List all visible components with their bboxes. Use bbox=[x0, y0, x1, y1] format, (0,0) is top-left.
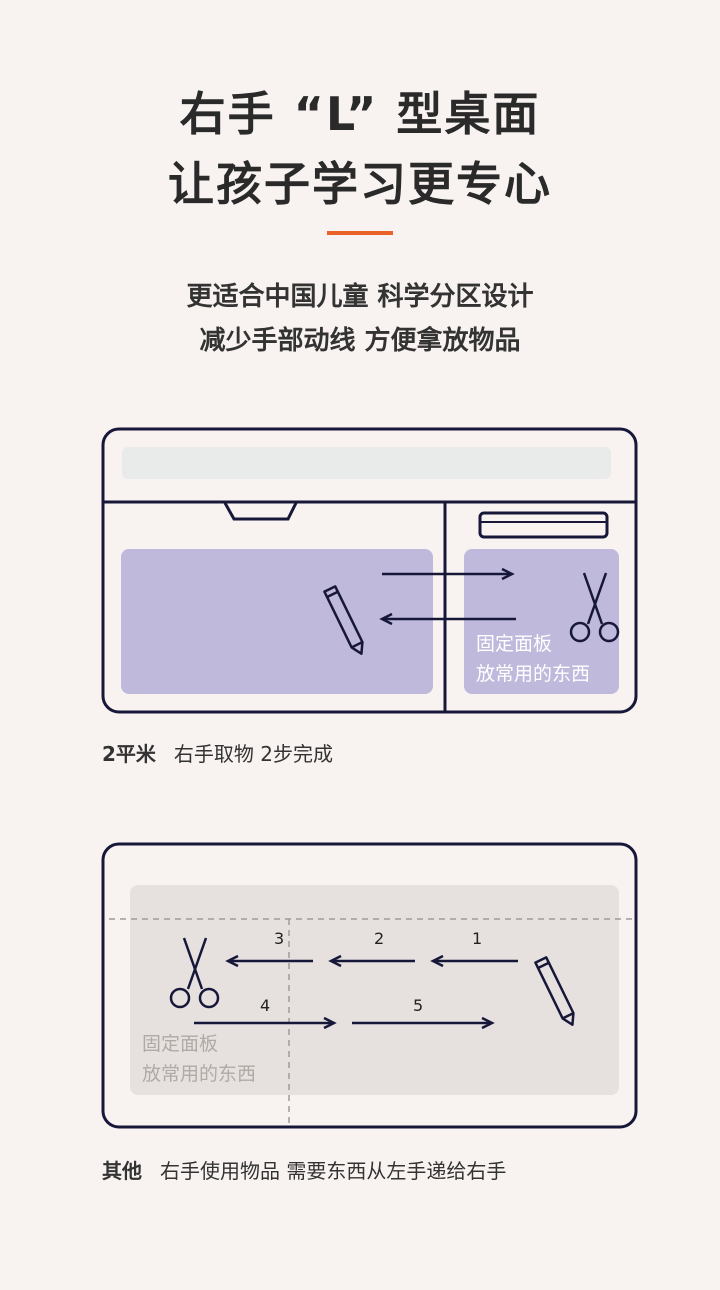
caption-l-desk: 2平米右手取物 2步完成 bbox=[102, 738, 333, 767]
step-number-3: 3 bbox=[274, 929, 285, 948]
step-number-4: 4 bbox=[260, 996, 271, 1015]
scissors-icon bbox=[569, 572, 620, 643]
step-number-1: 1 bbox=[472, 929, 483, 948]
step-number-5: 5 bbox=[413, 996, 424, 1015]
pencil-icon bbox=[534, 956, 575, 1026]
desk2-panel-label-line-1: 固定面板 bbox=[142, 1033, 219, 1055]
caption-l-desk-text: 右手取物 2步完成 bbox=[173, 742, 334, 766]
page-title-line-1: 右手 “L” 型桌面 bbox=[179, 87, 541, 141]
desk-top-strip bbox=[122, 447, 611, 479]
arrow-left-icon bbox=[379, 612, 516, 626]
main-work-zone bbox=[121, 549, 433, 694]
caption-regular-desk-bold: 其他 bbox=[102, 1159, 142, 1183]
subtitle-line-1: 更适合中国儿童 科学分区设计 bbox=[186, 282, 534, 312]
caption-l-desk-bold: 2平米 bbox=[102, 742, 156, 766]
accent-divider bbox=[327, 231, 393, 235]
desk2-work-zone bbox=[130, 885, 619, 1095]
desk2-panel-label: 固定面板 放常用的东西 bbox=[142, 1029, 256, 1089]
l-desk-diagram bbox=[101, 427, 638, 714]
side-shelf bbox=[478, 511, 609, 539]
desk-outline bbox=[101, 427, 638, 714]
desk2-outline bbox=[101, 842, 638, 1129]
arrow-step-4-icon bbox=[194, 1016, 337, 1030]
fixed-panel-label-line-1: 固定面板 bbox=[476, 633, 553, 655]
arrow-step-3-icon bbox=[225, 954, 313, 968]
fixed-panel-label-line-2: 放常用的东西 bbox=[476, 663, 591, 685]
fixed-panel-zone bbox=[464, 549, 619, 694]
page-title-line-2: 让孩子学习更专心 bbox=[168, 157, 552, 211]
arrow-step-2-icon bbox=[328, 954, 415, 968]
subtitle-line-2: 减少手部动线 方便拿放物品 bbox=[199, 326, 521, 356]
step-number-2: 2 bbox=[374, 929, 385, 948]
desk2-panel-label-line-2: 放常用的东西 bbox=[142, 1063, 257, 1085]
pencil-icon bbox=[323, 585, 364, 655]
arrow-step-5-icon bbox=[352, 1016, 495, 1030]
caption-regular-desk: 其他右手使用物品 需要东西从左手递给右手 bbox=[102, 1155, 506, 1184]
arrow-step-1-icon bbox=[430, 954, 518, 968]
fixed-panel-label: 固定面板 放常用的东西 bbox=[476, 629, 590, 689]
drawer-handle bbox=[223, 502, 298, 521]
arrow-right-icon bbox=[382, 567, 515, 581]
regular-desk-diagram bbox=[101, 842, 638, 1129]
caption-regular-desk-text: 右手使用物品 需要东西从左手递给右手 bbox=[160, 1159, 507, 1183]
scissors-icon bbox=[169, 937, 220, 1009]
